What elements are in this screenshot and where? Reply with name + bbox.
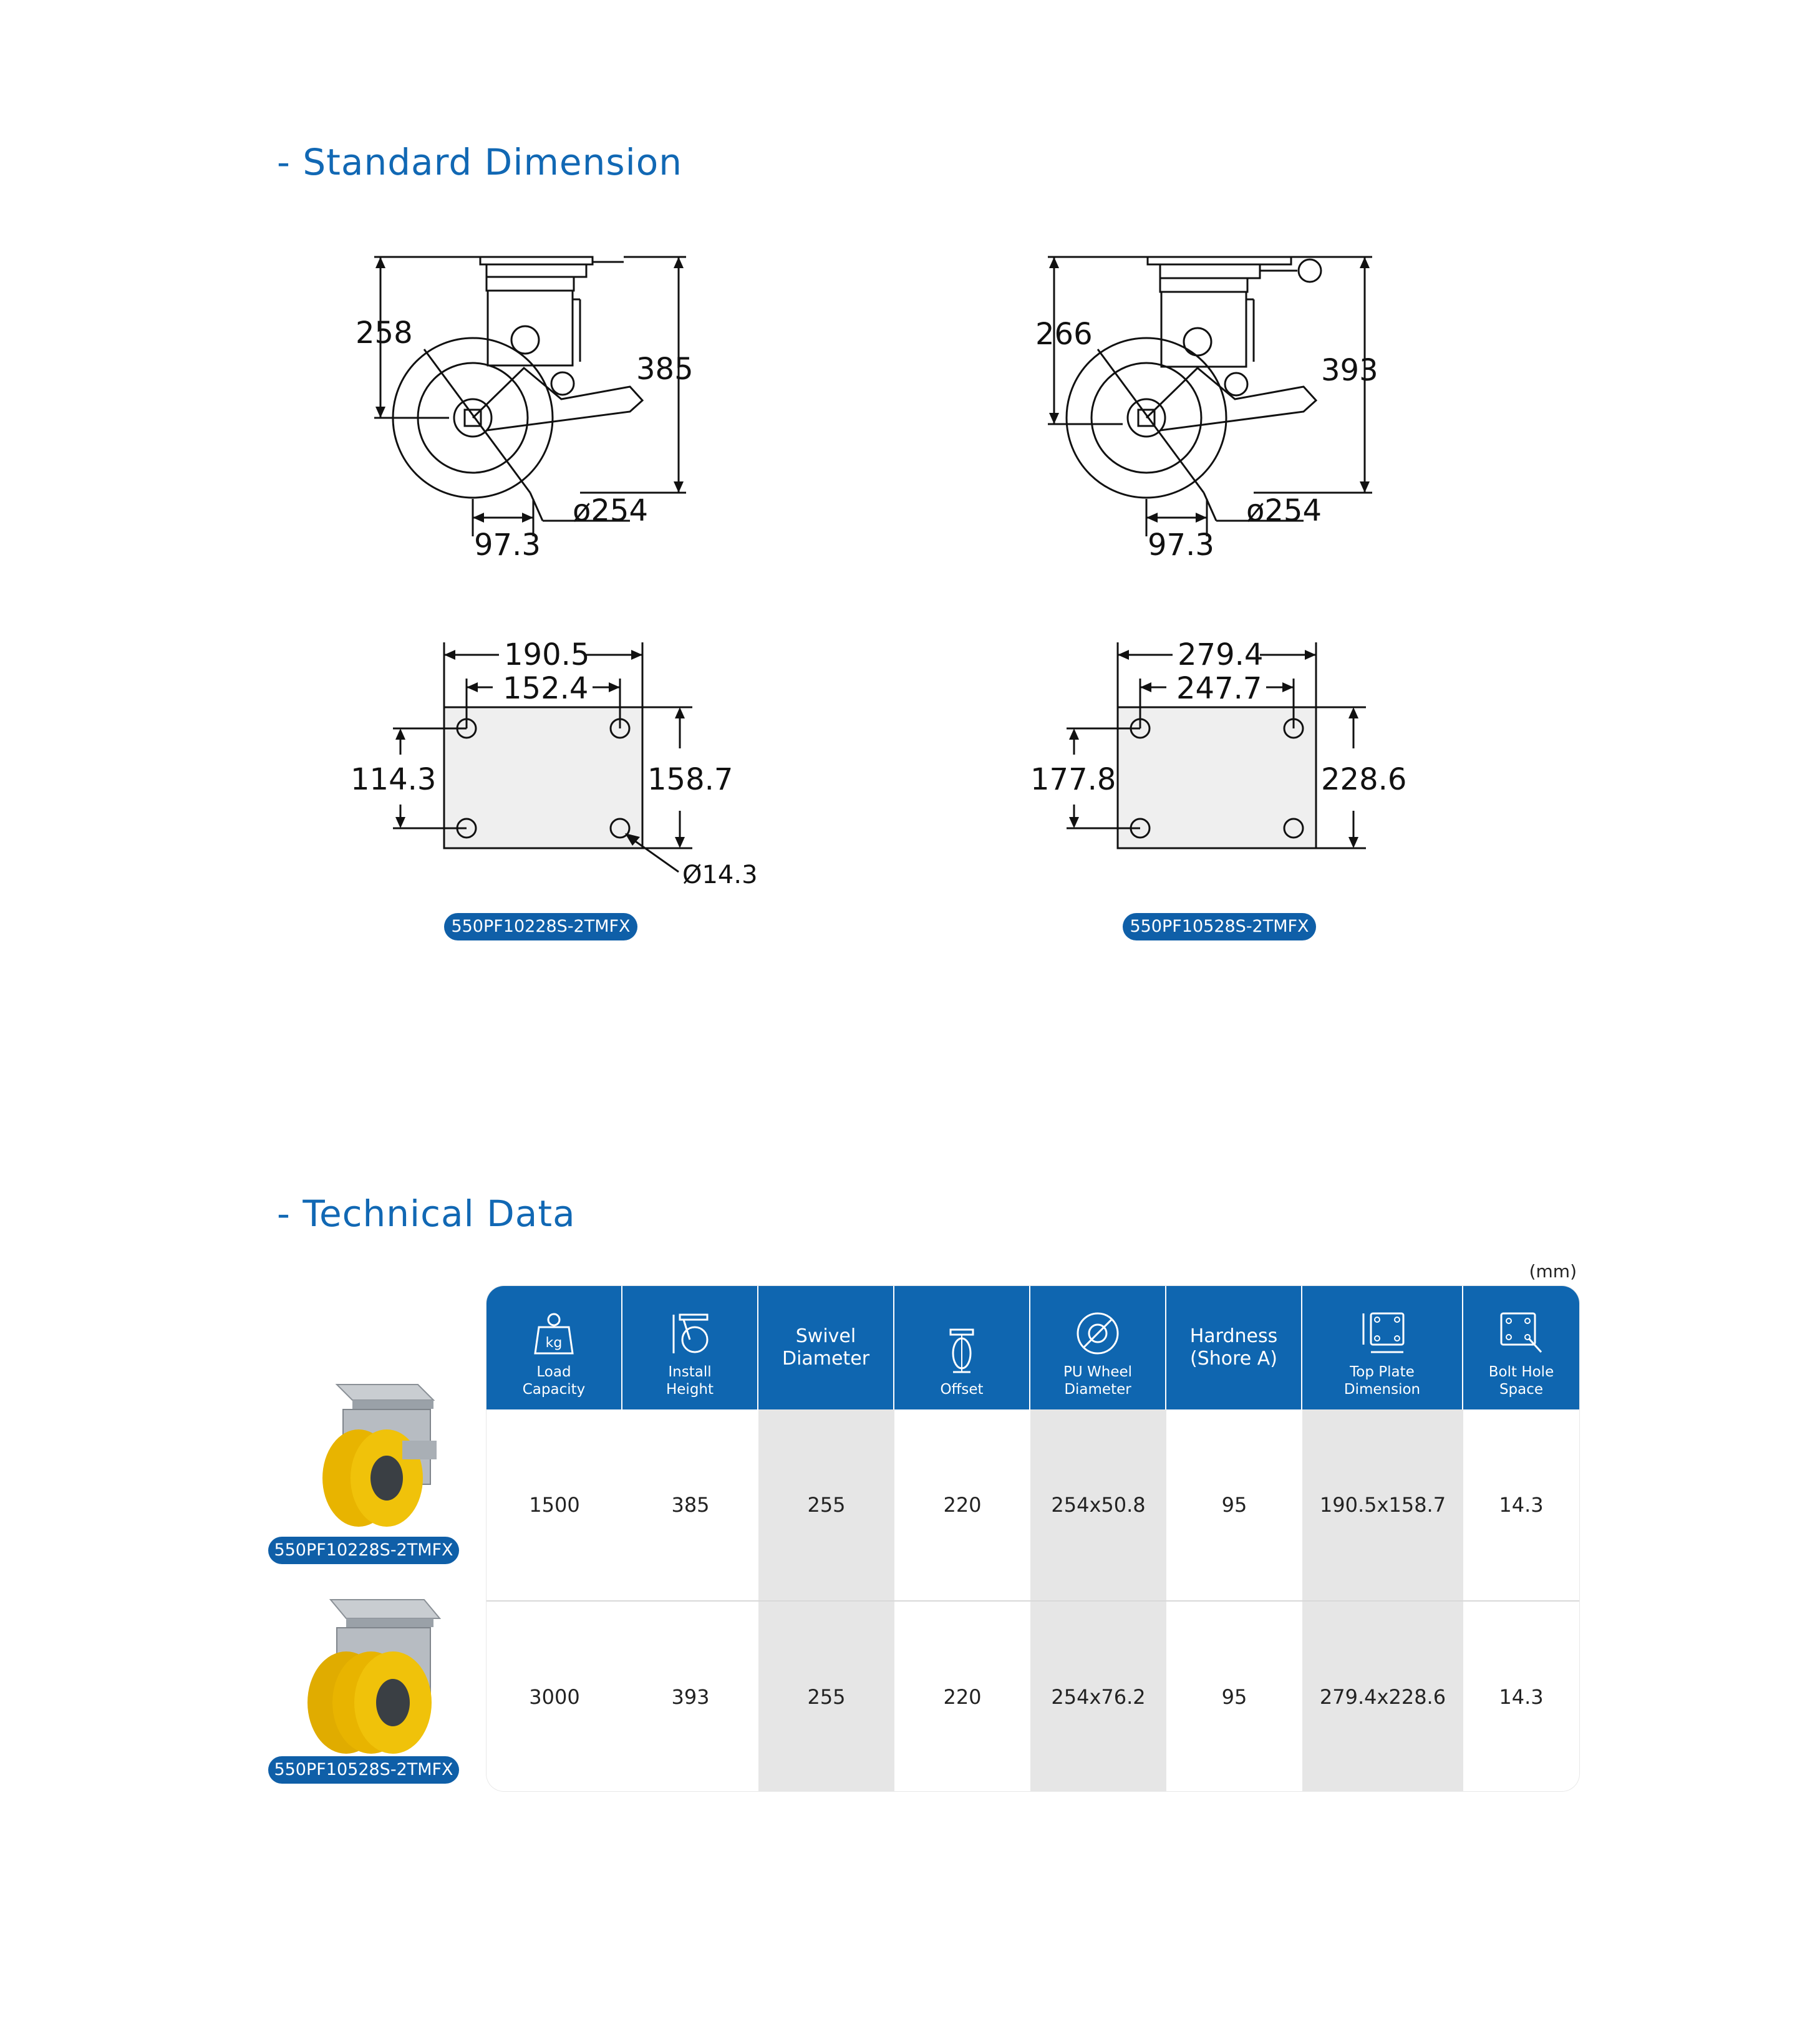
header-label: Swivel Diameter xyxy=(782,1325,870,1370)
header-label: Offset xyxy=(940,1381,984,1398)
wheel-diameter-icon xyxy=(1077,1312,1119,1355)
dim-plate-height-b: 228.6 xyxy=(1321,762,1406,797)
dim-wheel-diameter-a: ø254 xyxy=(573,493,648,528)
cell-load-capacity: 1500 xyxy=(486,1409,622,1600)
cell-bolt-hole-space: 14.3 xyxy=(1463,1602,1579,1791)
install-height-icon xyxy=(672,1313,709,1353)
model-badge-product-a: 550PF10228S-2TMFX xyxy=(268,1537,459,1564)
dim-plate-height-a: 258 xyxy=(356,316,413,350)
header-label: Bolt Hole Space xyxy=(1488,1364,1554,1398)
cell-swivel-diameter: 255 xyxy=(758,1602,894,1791)
dim-plate-height-b: 266 xyxy=(1035,317,1093,352)
cell-bolt-hole-space: 14.3 xyxy=(1463,1409,1579,1600)
header-pu-wheel-diameter: PU Wheel Diameter xyxy=(1030,1286,1166,1409)
product-image-b xyxy=(293,1584,462,1767)
header-bolt-hole-space: Bolt Hole Space xyxy=(1463,1286,1579,1409)
unit-label: (mm) xyxy=(1529,1261,1577,1282)
cell-load-capacity: 3000 xyxy=(486,1602,622,1791)
cell-pu-wheel-diameter: 254x50.8 xyxy=(1030,1409,1166,1600)
side-view-drawing-b: 266 393 ø254 97.3 xyxy=(1010,237,1410,586)
cell-hardness: 95 xyxy=(1166,1409,1302,1600)
header-offset: Offset xyxy=(894,1286,1030,1409)
offset-icon xyxy=(949,1328,974,1373)
dim-plate-width-a: 190.5 xyxy=(504,637,589,672)
cell-pu-wheel-diameter: 254x76.2 xyxy=(1030,1602,1166,1791)
svg-text:kg: kg xyxy=(546,1335,563,1351)
top-plate-drawing-a: 190.5 152.4 114.3 158.7 Ø14.3 xyxy=(337,624,773,898)
table-header: kg Load Capacity Install Height Swivel D… xyxy=(486,1286,1579,1409)
dim-total-height-b: 393 xyxy=(1321,353,1378,388)
cell-swivel-diameter: 255 xyxy=(758,1409,894,1600)
header-label: Install Height xyxy=(666,1364,714,1398)
weight-kg-icon: kg xyxy=(534,1313,574,1355)
technical-data-table: kg Load Capacity Install Height Swivel D… xyxy=(486,1286,1579,1791)
cell-offset: 220 xyxy=(894,1602,1030,1791)
table-body: 1500 385 255 220 254x50.8 95 190.5x158.7… xyxy=(486,1409,1579,1791)
header-hardness: Hardness (Shore A) xyxy=(1166,1286,1302,1409)
table-row: 3000 393 255 220 254x76.2 95 279.4x228.6… xyxy=(486,1600,1579,1791)
header-swivel-diameter: Swivel Diameter xyxy=(758,1286,894,1409)
dim-plate-height-a: 158.7 xyxy=(647,762,733,797)
section-title-technical-data: - Technical Data xyxy=(277,1192,576,1235)
dim-hole-width-b: 247.7 xyxy=(1176,671,1262,706)
header-top-plate-dimension: Top Plate Dimension xyxy=(1302,1286,1463,1409)
header-label: Top Plate Dimension xyxy=(1343,1364,1421,1398)
cell-install-height: 393 xyxy=(622,1602,758,1791)
dim-wheel-diameter-b: ø254 xyxy=(1246,493,1322,528)
model-badge-drawing-a: 550PF10228S-2TMFX xyxy=(444,913,637,940)
dim-hole-height-a: 114.3 xyxy=(351,762,436,797)
model-badge-product-b: 550PF10528S-2TMFX xyxy=(268,1756,459,1784)
dim-hole-height-b: 177.8 xyxy=(1030,762,1116,797)
cell-offset: 220 xyxy=(894,1409,1030,1600)
header-install-height: Install Height xyxy=(622,1286,758,1409)
header-load-capacity: kg Load Capacity xyxy=(486,1286,622,1409)
cell-install-height: 385 xyxy=(622,1409,758,1600)
cell-top-plate-dimension: 190.5x158.7 xyxy=(1302,1409,1463,1600)
dim-total-height-a: 385 xyxy=(636,352,694,387)
cell-top-plate-dimension: 279.4x228.6 xyxy=(1302,1602,1463,1791)
dim-plate-width-b: 279.4 xyxy=(1178,637,1263,672)
table-row: 1500 385 255 220 254x50.8 95 190.5x158.7… xyxy=(486,1409,1579,1600)
side-view-drawing-a: 258 385 ø254 97.3 xyxy=(337,237,736,586)
product-image-a xyxy=(299,1366,462,1543)
header-label: Hardness (Shore A) xyxy=(1189,1325,1278,1370)
top-plate-drawing-b: 279.4 247.7 177.8 228.6 xyxy=(1010,624,1447,898)
dim-offset-a: 97.3 xyxy=(474,528,541,563)
header-label: PU Wheel Diameter xyxy=(1063,1364,1133,1398)
top-plate-icon xyxy=(1362,1312,1405,1353)
cell-hardness: 95 xyxy=(1166,1602,1302,1791)
dim-offset-b: 97.3 xyxy=(1148,528,1214,563)
dim-hole-width-a: 152.4 xyxy=(503,671,588,706)
section-title-standard-dimension: - Standard Dimension xyxy=(277,141,682,183)
dim-bolt-hole-a: Ø14.3 xyxy=(682,861,758,889)
bolt-hole-icon xyxy=(1500,1312,1542,1353)
model-badge-drawing-b: 550PF10528S-2TMFX xyxy=(1123,913,1316,940)
header-label: Load Capacity xyxy=(522,1364,586,1398)
